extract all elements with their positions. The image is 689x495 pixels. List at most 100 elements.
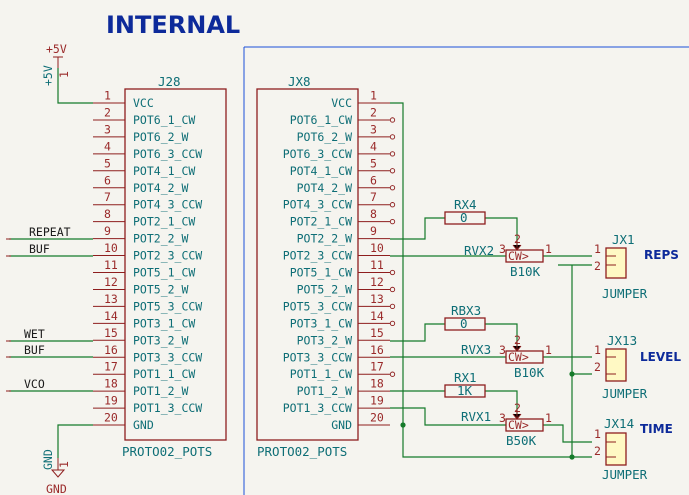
pin-name: POT3_3_CCW bbox=[283, 350, 352, 364]
jumper-jx14-ref: JX14 bbox=[604, 416, 634, 431]
resistor-rx4-value: 0 bbox=[460, 210, 468, 225]
pin-name: POT1_2_W bbox=[297, 384, 352, 398]
connector-j28-pins: 1VCC2POT6_1_CW3POT6_2_W4POT6_3_CCW5POT4_… bbox=[93, 89, 202, 432]
pin-name: POT6_2_W bbox=[133, 130, 188, 144]
jumper-jx13-pin2: 2 bbox=[594, 360, 601, 374]
jumper-jx1-value: JUMPER bbox=[602, 286, 648, 301]
pot-rvx1-pin3: 3 bbox=[499, 411, 506, 425]
pin-number: 14 bbox=[104, 309, 118, 323]
pin-number: 19 bbox=[104, 394, 118, 408]
resistor-rx1-value: 1K bbox=[457, 383, 473, 398]
pot-rvx2-pin2: 2 bbox=[514, 232, 521, 246]
pin-number: 11 bbox=[104, 258, 118, 272]
pot-rvx2-value: B10K bbox=[510, 264, 541, 279]
pin-name: POT5_3_CCW bbox=[133, 299, 202, 313]
pin-number: 6 bbox=[104, 173, 111, 187]
power-gnd-label: GND bbox=[46, 482, 67, 495]
pin-name: POT5_2_W bbox=[297, 282, 352, 296]
unconnected-pin-marker bbox=[389, 117, 396, 123]
net-label-buf-2: BUF bbox=[24, 343, 45, 357]
pot-rvx1-value: B50K bbox=[506, 433, 537, 448]
unconnected-pin-marker bbox=[389, 202, 396, 208]
pin-number: 12 bbox=[370, 275, 384, 289]
jumper-jx13-ref: JX13 bbox=[607, 333, 637, 348]
pin-number: 13 bbox=[104, 292, 118, 306]
pin-name: GND bbox=[331, 418, 352, 432]
jumper-jx13-label: LEVEL bbox=[640, 350, 681, 364]
power-5v-symbol: +5V +5V 1 bbox=[41, 42, 71, 86]
jumper-jx1-label: REPS bbox=[644, 248, 679, 262]
pin-number: 1 bbox=[370, 89, 377, 103]
unconnected-pin-marker bbox=[389, 269, 396, 276]
pot-rvx3-ref: RVX3 bbox=[461, 342, 491, 357]
pot-rvx3-pin1: 1 bbox=[545, 343, 552, 357]
pin-number: 13 bbox=[370, 292, 384, 306]
power-5v-pin-label: +5V bbox=[41, 65, 55, 86]
pin-number: 10 bbox=[104, 241, 118, 255]
pot-rvx1-pin1: 1 bbox=[545, 411, 552, 425]
left-wires bbox=[6, 68, 93, 458]
pot-rvx3-pin2: 2 bbox=[514, 333, 521, 347]
pin-name: POT3_2_W bbox=[297, 333, 352, 347]
pin-number: 7 bbox=[104, 190, 111, 204]
pot-rvx2-pin3: 3 bbox=[499, 242, 506, 256]
right-wires bbox=[390, 102, 592, 458]
pin-number: 17 bbox=[370, 360, 384, 374]
net-label-vco: VCO bbox=[24, 377, 45, 391]
pin-number: 16 bbox=[104, 343, 118, 357]
jumper-jx1-ref: JX1 bbox=[612, 232, 635, 247]
resistor-rbx3-ref: RBX3 bbox=[451, 303, 481, 318]
power-gnd-symbol: GND GND 1 bbox=[41, 449, 71, 495]
pin-number: 19 bbox=[370, 394, 384, 408]
pin-number: 2 bbox=[104, 105, 111, 119]
pin-name: POT1_1_CW bbox=[290, 367, 352, 381]
pin-number: 16 bbox=[370, 343, 384, 357]
pin-name: POT3_3_CCW bbox=[133, 350, 202, 364]
resistor-rx4-ref: RX4 bbox=[454, 197, 477, 212]
pin-number: 20 bbox=[370, 411, 384, 425]
jumper-jx14: JX14 JUMPER 1 2 TIME bbox=[594, 416, 673, 482]
pin-number: 12 bbox=[104, 275, 118, 289]
pin-number: 7 bbox=[370, 190, 377, 204]
pin-name: POT5_3_CCW bbox=[283, 299, 352, 313]
pot-rvx1-ref: RVX1 bbox=[461, 409, 491, 424]
jumper-jx1: JX1 JUMPER 1 2 REPS bbox=[594, 232, 679, 301]
connector-j28-body bbox=[124, 88, 227, 441]
pin-name: POT1_3_CCW bbox=[133, 401, 202, 415]
unconnected-pin-marker bbox=[389, 320, 396, 326]
junction-dot bbox=[400, 422, 406, 428]
pin-number: 3 bbox=[370, 122, 377, 136]
power-5v-pin-number: 1 bbox=[57, 71, 71, 78]
pot-rvx3-body: CW> bbox=[508, 350, 529, 364]
jumper-jx14-pin1: 1 bbox=[594, 427, 601, 441]
pot-rvx3-pin3: 3 bbox=[499, 343, 506, 357]
resistor-rx1-ref: RX1 bbox=[454, 370, 477, 385]
junction-dot bbox=[569, 454, 575, 460]
pot-rvx2-ref: RVX2 bbox=[464, 243, 494, 258]
pin-name: POT1_2_W bbox=[133, 384, 188, 398]
pin-name: POT6_2_W bbox=[297, 130, 352, 144]
pin-name: POT1_1_CW bbox=[133, 367, 195, 381]
pin-name: POT6_1_CW bbox=[133, 113, 195, 127]
jumper-jx14-pin2: 2 bbox=[594, 444, 601, 458]
pot-rvx1-body: CW> bbox=[508, 418, 529, 432]
unconnected-pin-marker bbox=[389, 134, 396, 140]
pin-number: 4 bbox=[370, 139, 377, 153]
